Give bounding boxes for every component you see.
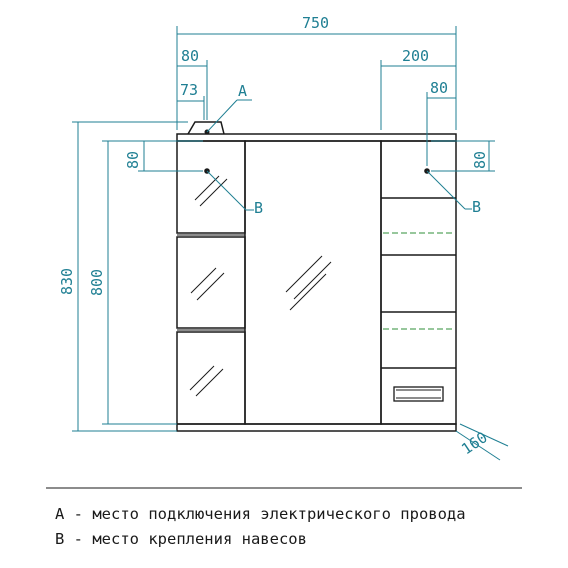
dim-800: 800	[88, 269, 106, 296]
marker-b-right: B	[472, 198, 481, 216]
marker-b-left: B	[254, 199, 263, 217]
dimension-lines	[72, 26, 509, 461]
legend-line-b: B - место крепления навесов	[55, 530, 307, 548]
dimension-labels: 750 80 73 200 80 80 80 830 800 160 A B B	[58, 14, 491, 458]
marker-a: A	[238, 82, 247, 100]
center-mirror-door	[244, 140, 382, 425]
right-column	[380, 140, 457, 425]
dim-73-left: 73	[180, 81, 198, 99]
dim-80-left-vertical: 80	[124, 151, 142, 169]
left-door-top	[176, 140, 246, 234]
cabinet-body	[176, 121, 457, 432]
dim-80-left: 80	[181, 47, 199, 65]
left-door-middle	[176, 236, 246, 329]
dim-750: 750	[302, 14, 329, 32]
dim-160-depth: 160	[458, 428, 491, 458]
left-door-bottom	[176, 331, 246, 425]
bottom-panel	[176, 423, 457, 432]
dim-200-right: 200	[402, 47, 429, 65]
top-panel	[176, 133, 457, 142]
dim-830: 830	[58, 268, 76, 295]
drawer-handle	[393, 386, 444, 402]
glass-reflection-marks	[189, 175, 332, 397]
legend-line-a: A - место подключения электрического про…	[55, 505, 466, 523]
dim-80-right-vertical: 80	[471, 151, 489, 169]
dim-80-right: 80	[430, 79, 448, 97]
lamp-fixture	[187, 121, 225, 135]
